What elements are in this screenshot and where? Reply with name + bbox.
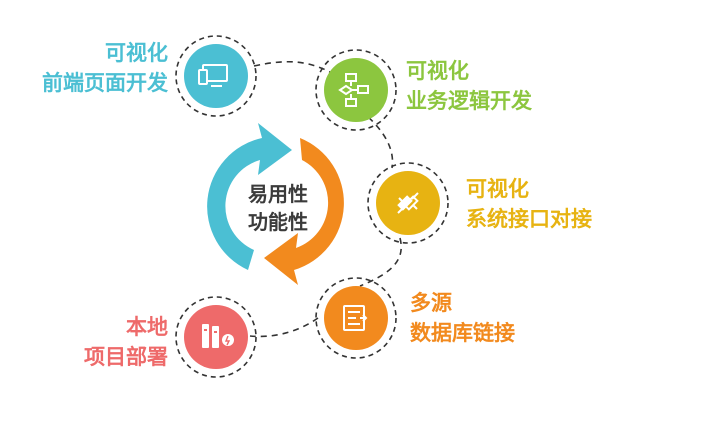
node-deploy xyxy=(175,296,257,378)
plug-icon xyxy=(397,192,419,214)
label-business: 可视化 业务逻辑开发 xyxy=(406,56,532,116)
label-interface-line1: 可视化 xyxy=(466,177,529,201)
label-frontend: 可视化 前端页面开发 xyxy=(18,38,168,98)
label-datasource-line2: 数据库链接 xyxy=(410,321,515,345)
center-label: 易用性 功能性 xyxy=(222,180,334,236)
monitor-phone-icon xyxy=(198,64,228,87)
blue-cycle-arrow xyxy=(207,123,292,270)
label-frontend-line1: 可视化 xyxy=(105,41,168,65)
label-interface-line2: 系统接口对接 xyxy=(466,207,592,231)
dashed-connector xyxy=(249,60,402,338)
node-interface xyxy=(367,162,449,244)
label-business-line1: 可视化 xyxy=(406,59,469,83)
label-interface: 可视化 系统接口对接 xyxy=(466,174,592,234)
label-datasource-line1: 多源 xyxy=(410,291,452,315)
label-deploy-line2: 项目部署 xyxy=(84,345,168,369)
label-deploy-line1: 本地 xyxy=(126,315,168,339)
flowchart-icon xyxy=(338,73,369,107)
label-deploy: 本地 项目部署 xyxy=(18,312,168,372)
label-frontend-line2: 前端页面开发 xyxy=(42,71,168,95)
orange-cycle-arrow xyxy=(264,138,344,285)
center-line2: 功能性 xyxy=(248,210,308,234)
server-rack-icon xyxy=(202,324,234,348)
cycle-arrows xyxy=(207,123,344,285)
server-sync-icon xyxy=(343,305,368,331)
node-frontend xyxy=(175,35,257,117)
label-business-line2: 业务逻辑开发 xyxy=(406,89,532,113)
center-line1: 易用性 xyxy=(248,182,308,206)
label-datasource: 多源 数据库链接 xyxy=(410,288,515,348)
node-business xyxy=(315,49,397,131)
node-datasource xyxy=(315,277,397,359)
